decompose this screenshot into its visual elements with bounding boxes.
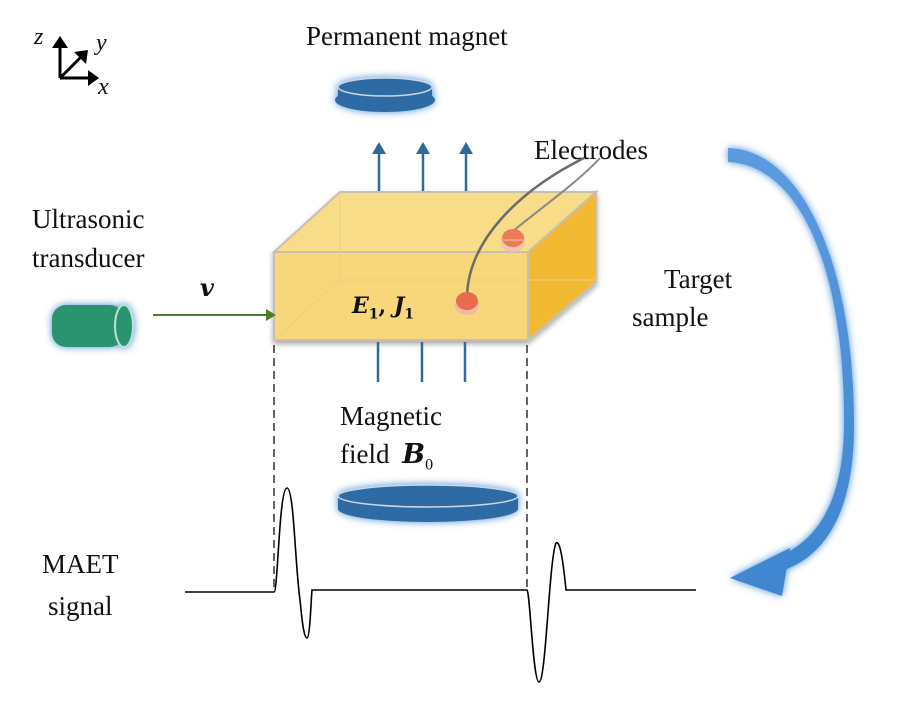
target-sample-box: [271, 189, 599, 343]
target-label-line1: Target: [664, 264, 733, 294]
electrodes-label: Electrodes: [534, 135, 648, 165]
axis-z-label: z: [34, 24, 44, 50]
velocity-label: v: [200, 273, 214, 302]
permanent-magnet-bottom: [337, 484, 519, 522]
curved-flow-arrow: [728, 148, 855, 596]
target-label-line2: sample: [632, 302, 709, 332]
permanent-magnet-label: Permanent magnet: [306, 21, 508, 51]
electric-field-symbol: E: [352, 293, 369, 319]
permanent-magnet-top: [335, 77, 435, 112]
field-subscript: 0: [425, 456, 434, 474]
velocity-arrow: [153, 309, 276, 321]
axis-x-label: x: [98, 74, 109, 100]
field-word: field: [340, 439, 390, 469]
current-density-symbol: J: [393, 293, 405, 319]
transducer-label-line2: transducer: [32, 243, 145, 273]
signal-label-line1: MAET: [42, 549, 119, 579]
sample-field-label: E1, J1: [352, 290, 414, 330]
electrode-wires: [465, 156, 601, 298]
magnetic-field-label-line1: Magnetic: [340, 401, 442, 431]
electrode-front: [455, 292, 479, 315]
field-symbol: B: [402, 439, 426, 470]
electrode-top: [501, 229, 525, 252]
coordinate-axes-icon: [52, 36, 99, 86]
magnetic-field-label-line2: field B0: [340, 438, 433, 481]
electric-field-subscript: 1: [368, 306, 379, 323]
transducer-label-line1: Ultrasonic: [32, 204, 145, 234]
maet-signal-waveform: [185, 487, 696, 683]
axis-y-label: y: [96, 30, 107, 56]
field-lines-bottom: [376, 342, 467, 382]
current-density-subscript: 1: [404, 306, 415, 323]
separator: ,: [378, 293, 394, 319]
ultrasonic-transducer: [52, 304, 134, 348]
dashed-guides: [273, 345, 528, 590]
signal-label-line2: signal: [48, 591, 113, 621]
